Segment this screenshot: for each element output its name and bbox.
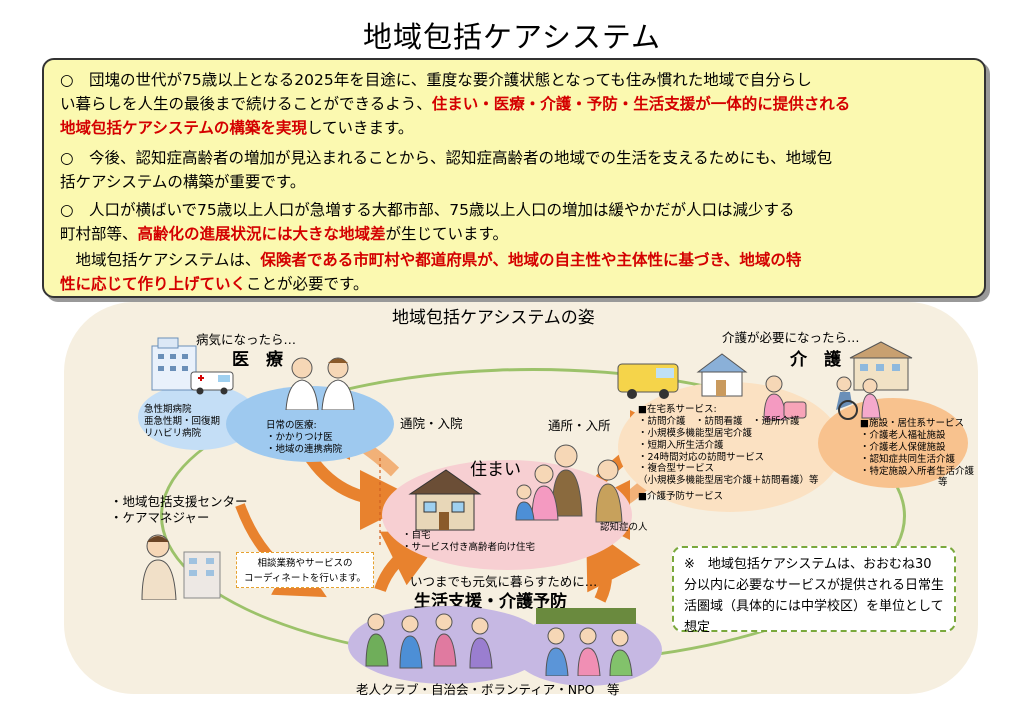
- summary-highlight: 保険者である市町村や都道府県が、地域の自主性や主体性に基づき、地域の特: [260, 251, 802, 269]
- hospital-item: 急性期病院: [144, 404, 192, 415]
- arrow-label-care-visit: 通所・入所: [548, 418, 611, 433]
- care-title: 介 護: [790, 350, 841, 370]
- housing-list: ・自宅 ・サービス付き高齢者向け住宅: [402, 530, 535, 554]
- caregiver-icon: [763, 375, 807, 421]
- care-manager-icon: [141, 534, 221, 600]
- summary-text: い暮らしを人生の最後まで続けることができるよう、: [60, 95, 432, 113]
- care-van-icon: [617, 363, 679, 399]
- diagram-heading: 地域包括ケアシステムの姿: [392, 308, 595, 328]
- arrow-label-hospital-visit: 通院・入院: [400, 416, 463, 431]
- facility-ellipse: [818, 398, 968, 488]
- dementia-label: 認知症の人: [600, 522, 648, 533]
- area-note: ※ 地域包括ケアシステムは、おおむね30分以内に必要なサービスが提供される日常生…: [672, 546, 956, 635]
- summary-text: ○ 人口が横ばいで75歳以上人口が急増する大都市部、75歳以上人口の増加は緩やか…: [60, 201, 795, 219]
- coordination-note: 相談業務やサービスの コーディネートを行います。: [236, 552, 374, 588]
- house-icon: [408, 469, 482, 531]
- doctors-icon: [285, 357, 355, 410]
- summary-text: ○ 今後、認知症高齢者の増加が見込まれることから、認知症高齢者の地域での生活を支…: [60, 149, 833, 167]
- summary-highlight: 地域包括ケアシステムの構築を実現: [60, 119, 307, 137]
- housing-item: ・自宅: [402, 530, 431, 541]
- arrow-prevention-to-housing-right: [586, 525, 641, 603]
- hospital-icon: [151, 337, 197, 391]
- support-center-list: ・地域包括支援センター ・ケアマネジャー: [110, 494, 248, 525]
- summary-paragraph-1: ○ 団塊の世代が75歳以上となる2025年を目途に、重度な要介護状態となっても住…: [60, 68, 970, 140]
- summary-highlight: 住まい・医療・介護・予防・生活支援が一体的に提供される: [431, 95, 851, 113]
- housing-title: 住まい: [470, 460, 521, 480]
- summary-paragraph-2: ○ 今後、認知症高齢者の増加が見込まれることから、認知症高齢者の地域での生活を支…: [60, 146, 970, 194]
- prevention-caption: いつまでも元気に暮らすために…: [410, 574, 598, 589]
- home-service-item: ・短期入所生活介護: [638, 439, 724, 451]
- summary-text: が生じています。: [385, 225, 508, 243]
- medical-title: 医 療: [232, 350, 283, 370]
- summary-highlight: 性に応じて作り上げていく: [60, 275, 247, 293]
- facility-services-list: ■施設・居住系サービス ・介護老人福祉施設 ・介護老人保健施設 ・認知症共同生活…: [860, 418, 974, 489]
- housing-item: ・サービス付き高齢者向け住宅: [402, 541, 536, 553]
- support-center-item: ・地域包括支援センター: [110, 494, 248, 509]
- coordination-text: 相談業務やサービスの: [257, 558, 353, 569]
- daily-medical-item: ・地域の連携病院: [266, 443, 343, 455]
- home-service-item: ・小規模多機能型居宅介護: [638, 427, 753, 439]
- summary-text: 括ケアシステムの構築が重要です。: [60, 173, 306, 191]
- facility-service-item: ・認知症共同生活介護: [860, 453, 956, 465]
- family-icon: [515, 444, 623, 523]
- summary-text: 町村部等、: [60, 225, 138, 243]
- daily-medical-list: 日常の医療: ・かかりつけ医 ・地域の連携病院: [266, 420, 342, 456]
- home-service-item: ・複合型サービス: [638, 463, 715, 475]
- community-groups: 老人クラブ・自治会・ボランティア・NPO 等: [356, 682, 620, 697]
- senior-club-icon: [365, 613, 493, 669]
- facility-service-item: ・介護老人保健施設: [860, 441, 946, 453]
- daily-medical-item: ・かかりつけ医: [266, 431, 333, 443]
- hospital-item: リハビリ病院: [144, 427, 202, 439]
- coordination-text: コーディネートを行います。: [244, 573, 366, 584]
- summary-box: ○ 団塊の世代が75歳以上となる2025年を目途に、重度な要介護状態となっても住…: [42, 58, 986, 298]
- facility-services-title: ■施設・居住系サービス: [860, 418, 964, 429]
- page-title: 地域包括ケアシステム: [363, 20, 661, 54]
- home-services-list: ■在宅系サービス: ・訪問介護 ・訪問看護 ・通所介護 ・小規模多機能型居宅介護…: [638, 404, 819, 503]
- summary-text: ○ 団塊の世代が75歳以上となる2025年を目途に、重度な要介護状態となっても住…: [60, 71, 812, 89]
- summary-highlight: 高齢化の進展状況には大きな地域差: [137, 225, 386, 243]
- ambulance-icon: [190, 371, 234, 395]
- daily-medical-title: 日常の医療:: [266, 420, 317, 431]
- wheelchair-icon: [836, 376, 881, 420]
- volunteer-icon: [536, 608, 636, 676]
- care-house-icon: [696, 353, 748, 397]
- prevention-service: ■介護予防サービス: [638, 491, 723, 503]
- care-caption: 介護が必要になったら…: [722, 330, 860, 345]
- summary-text: 地域包括ケアシステムは、: [60, 251, 261, 269]
- summary-paragraph-3: ○ 人口が横ばいで75歳以上人口が急増する大都市部、75歳以上人口の増加は緩やか…: [60, 198, 970, 246]
- summary-text: ことが必要です。: [246, 275, 369, 293]
- home-service-item: （小規模多機能型居宅介護＋訪問看護）等: [638, 475, 819, 487]
- facility-service-item: ・介護老人福祉施設: [860, 429, 946, 441]
- home-service-item: ・訪問介護 ・訪問看護 ・通所介護: [638, 415, 800, 427]
- support-center-item: ・ケアマネジャー: [110, 509, 210, 525]
- facility-service-item: ・特定施設入所者生活介護: [860, 465, 975, 477]
- home-services-title: ■在宅系サービス:: [638, 404, 717, 415]
- hospital-list: 急性期病院 亜急性期・回復期 リハビリ病院: [144, 404, 220, 440]
- medical-caption: 病気になったら…: [196, 332, 297, 347]
- summary-text: していきます。: [306, 119, 414, 137]
- summary-paragraph-4: 地域包括ケアシステムは、保険者である市町村や都道府県が、地域の自主性や主体性に基…: [60, 248, 970, 296]
- hospital-item: 亜急性期・回復期: [144, 415, 221, 427]
- facility-service-item: 等: [938, 477, 948, 489]
- home-service-item: ・24時間対応の訪問サービス: [638, 451, 765, 463]
